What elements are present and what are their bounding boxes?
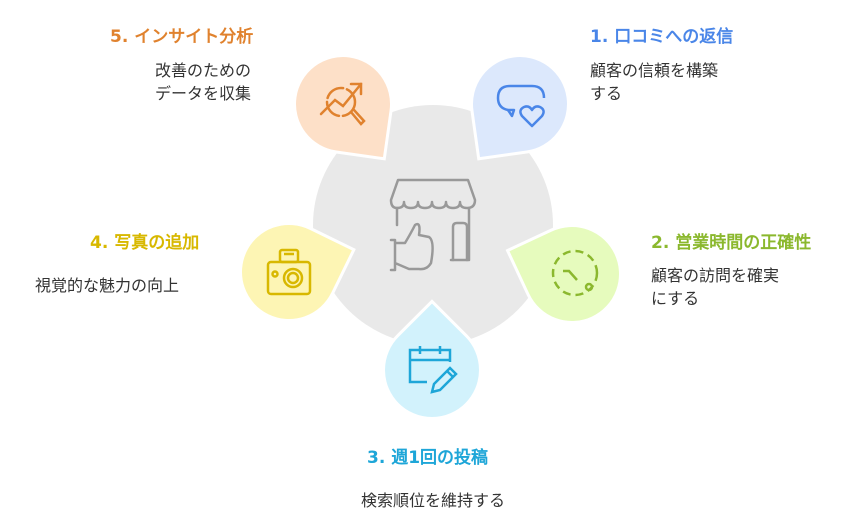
analytics-icon — [319, 82, 366, 126]
camera-icon — [266, 248, 312, 296]
item-title-2: 2. 営業時間の正確性 — [651, 233, 812, 253]
clock-icon — [551, 249, 599, 297]
item-desc-4: 視覚的な魅力の向上 — [35, 276, 180, 295]
store-thumbs-up-icon — [389, 178, 477, 272]
item-title-4: 4. 写真の追加 — [90, 233, 200, 253]
chat-heart-icon — [496, 84, 546, 128]
item-desc-5: 改善のためのデータを収集 — [155, 61, 252, 103]
item-title-5: 5. インサイト分析 — [110, 27, 254, 47]
item-desc-3: 検索順位を維持する — [361, 491, 506, 510]
item-title-3: 3. 週1回の投稿 — [367, 448, 489, 468]
item-desc-2: 顧客の訪問を確実にする — [651, 266, 780, 308]
calendar-edit-icon — [408, 346, 458, 394]
item-title-1: 1. 口コミへの返信 — [590, 27, 734, 47]
item-desc-1: 顧客の信頼を構築する — [590, 61, 719, 103]
